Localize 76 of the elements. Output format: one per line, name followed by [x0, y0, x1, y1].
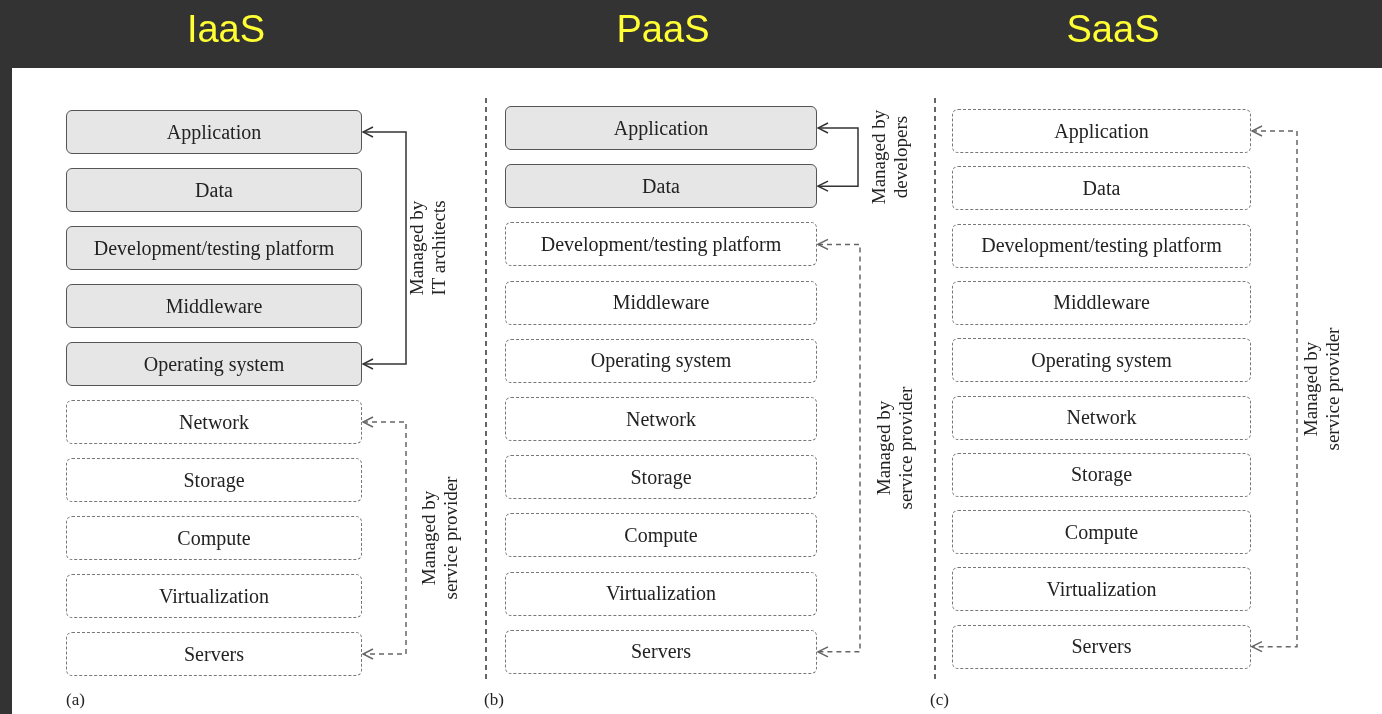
layer-box [952, 510, 1251, 555]
edge-label: Managed by developers [868, 108, 912, 207]
layer-name: Network [1066, 406, 1137, 429]
layer-box [952, 452, 1251, 497]
layer-name: Servers [631, 640, 691, 664]
layer-name: Virtualization [1046, 577, 1157, 601]
layer-box [952, 280, 1251, 325]
layer-box [505, 222, 817, 267]
layer-box [66, 110, 362, 154]
layer-box [66, 516, 362, 560]
bracket-arrow [362, 416, 407, 660]
layer-box [505, 629, 817, 674]
layer-name: Compute [624, 523, 698, 547]
layer-box [505, 455, 817, 500]
layer-box [505, 338, 817, 383]
layer-box [505, 106, 817, 150]
layer-box [952, 223, 1251, 268]
layer-name: Middleware [165, 294, 263, 318]
panel-letter: (c) [930, 690, 949, 710]
layer-name: Middleware [1053, 291, 1150, 315]
layer-name: Storage [183, 468, 245, 492]
layer-name: Development/testing platform [981, 234, 1222, 258]
layer-name: Data [195, 178, 233, 202]
edge-label: Managed by service provider [418, 475, 462, 602]
layer-box [66, 632, 362, 676]
layer-box [505, 164, 817, 209]
edge-label: Managed by IT architects [406, 199, 450, 298]
layer-name: Virtualization [606, 582, 716, 606]
layer-name: Application [166, 120, 262, 144]
layer-name: Servers [184, 642, 244, 666]
layer-box [66, 342, 362, 386]
layer-name: Compute [177, 526, 251, 550]
layer-box [952, 166, 1251, 211]
column-heading: SaaS [1066, 8, 1160, 51]
layer-box [505, 571, 817, 616]
layer-name: Data [642, 174, 680, 198]
layer-name: Operating system [143, 352, 285, 376]
layer-box [505, 397, 817, 441]
layer-name: Development/testing platform [93, 236, 335, 260]
layer-name: Compute [1064, 520, 1139, 544]
layer-box [952, 624, 1251, 669]
column-heading: IaaS [186, 8, 266, 51]
layer-name: Application [1054, 119, 1149, 143]
layer-box [505, 280, 817, 325]
layer-name: Development/testing platform [540, 232, 782, 256]
layer-box [66, 168, 362, 212]
bracket-arrow [362, 126, 407, 370]
layer-box [952, 109, 1251, 153]
layer-box [952, 338, 1251, 383]
edge-label: Managed by service provider [1300, 326, 1344, 453]
layer-name: Middleware [612, 291, 710, 315]
layer-name: Operating system [590, 349, 732, 373]
layer-name: Application [613, 116, 709, 140]
layer-box [66, 400, 362, 444]
bracket-arrow [817, 122, 859, 192]
panel-letter: (b) [484, 690, 504, 710]
edge-label: Managed by service provider [873, 385, 917, 512]
layer-box [952, 567, 1251, 612]
layer-box [505, 513, 817, 558]
layer-box [66, 226, 362, 270]
layer-name: Network [179, 410, 249, 434]
layer-box [66, 284, 362, 328]
layer-box [66, 458, 362, 502]
layer-name: Servers [1071, 635, 1132, 659]
layer-box [66, 574, 362, 618]
bracket-arrow [817, 238, 861, 658]
bracket-arrow [1251, 125, 1298, 653]
column-heading: PaaS [616, 8, 710, 51]
layer-name: Storage [630, 465, 692, 489]
layer-name: Data [1082, 176, 1121, 200]
layer-name: Storage [1070, 463, 1133, 487]
panel-letter: (a) [66, 690, 85, 710]
layer-name: Network [626, 407, 696, 431]
layer-name: Operating system [1031, 348, 1172, 372]
layer-name: Virtualization [159, 584, 269, 608]
layer-box [952, 395, 1251, 440]
